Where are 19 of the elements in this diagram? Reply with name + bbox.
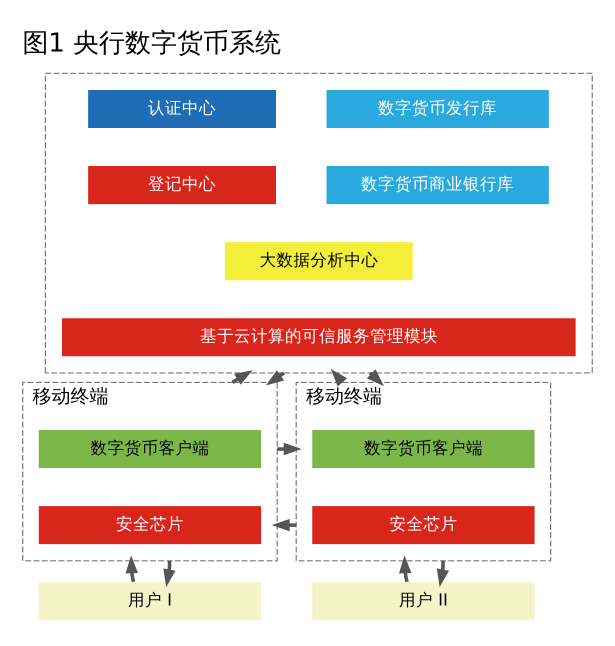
arrow: [125, 555, 138, 582]
cluster: [44, 72, 593, 374]
node-box: 大数据分析中心: [224, 242, 413, 280]
node-box: 数字货币发行库: [326, 90, 549, 128]
node-box: 用户 II: [312, 582, 535, 620]
arrow: [436, 560, 450, 588]
node-box: 登记中心: [88, 166, 276, 204]
node-box: 基于云计算的可信服务管理模块: [62, 318, 576, 356]
node-box: 安全芯片: [312, 506, 535, 544]
node-box: 用户 I: [38, 582, 262, 620]
diagram-title: 图1 央行数字货币系统: [22, 28, 282, 58]
node-box: 数字货币客户端: [38, 430, 262, 468]
node-box: 认证中心: [88, 90, 276, 128]
arrow: [330, 368, 348, 386]
node-box: 数字货币客户端: [312, 430, 535, 468]
node-box: 数字货币商业银行库: [326, 166, 549, 204]
arrow: [398, 555, 412, 582]
arrow: [163, 560, 176, 588]
node-box: 安全芯片: [38, 506, 262, 544]
